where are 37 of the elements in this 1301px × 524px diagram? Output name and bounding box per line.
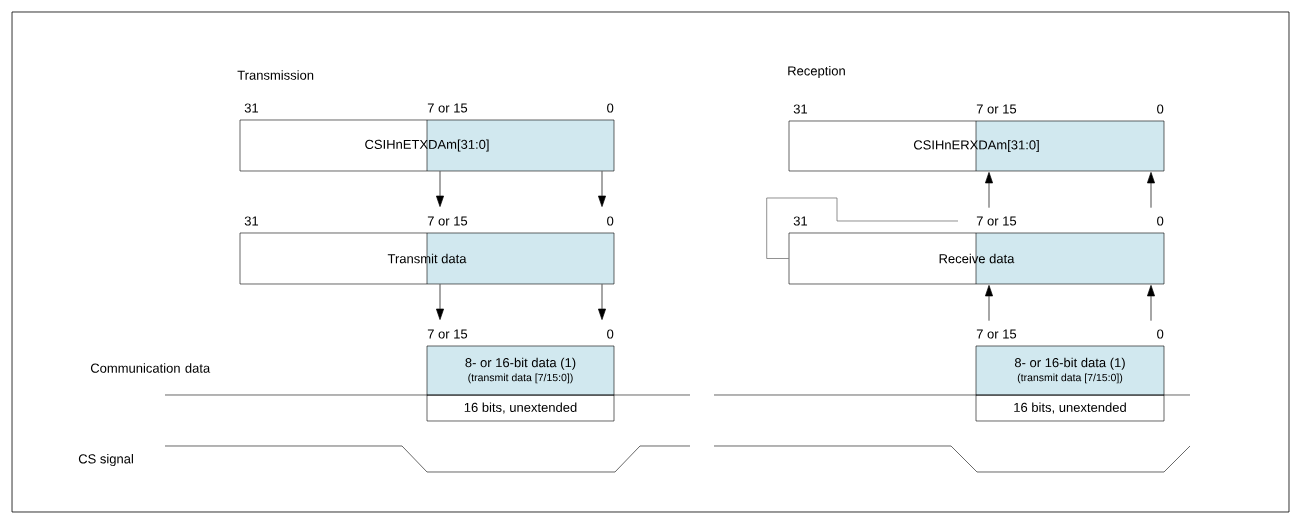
data-box: 8- or 16-bit data (1) (transmit data [7/15:0]): [426, 345, 615, 396]
bit-number: 7 or 15: [976, 104, 1017, 114]
register-box: CSIHnERXDAm[31:0]: [788, 120, 1165, 172]
section-heading: Reception: [788, 65, 845, 79]
bit-number: 31: [244, 103, 259, 113]
connector-line: [766, 197, 959, 259]
bit-number: 0: [1157, 329, 1164, 339]
section-heading: Transmission: [237, 70, 314, 80]
register-box: Receive data: [788, 232, 1165, 285]
arrow: [598, 283, 606, 320]
bit-number: 0: [1157, 216, 1164, 226]
register-box: CSIHnETXDAm[31:0]: [239, 119, 615, 172]
width-box: 16 bits, unextended: [975, 394, 1165, 422]
register-box: Transmit data: [239, 232, 615, 285]
bit-number: 7 or 15: [427, 103, 468, 113]
row-label: Communication data: [90, 363, 211, 373]
bit-number: 7 or 15: [427, 216, 468, 226]
bit-number: 7 or 15: [427, 329, 468, 339]
width-box: 16 bits, unextended: [426, 394, 615, 422]
bit-number: 0: [607, 216, 614, 226]
bit-number: 0: [607, 329, 614, 339]
bit-number: 0: [1157, 104, 1164, 114]
bit-number: 31: [244, 216, 259, 226]
bit-number: 7 or 15: [976, 216, 1017, 226]
arrow: [1147, 172, 1155, 209]
arrow: [985, 172, 993, 209]
arrow: [985, 285, 993, 322]
arrow: [436, 170, 444, 207]
bit-number: 7 or 15: [976, 329, 1017, 339]
arrow: [436, 283, 444, 320]
bit-number: 0: [607, 103, 614, 113]
bit-number: 31: [793, 104, 808, 114]
row-label: CS signal: [78, 453, 133, 467]
arrow: [1147, 285, 1155, 322]
data-box: 8- or 16-bit data (1) (transmit data [7/15:0]): [975, 345, 1165, 396]
arrow: [598, 170, 606, 207]
bit-number: 31: [793, 216, 808, 226]
